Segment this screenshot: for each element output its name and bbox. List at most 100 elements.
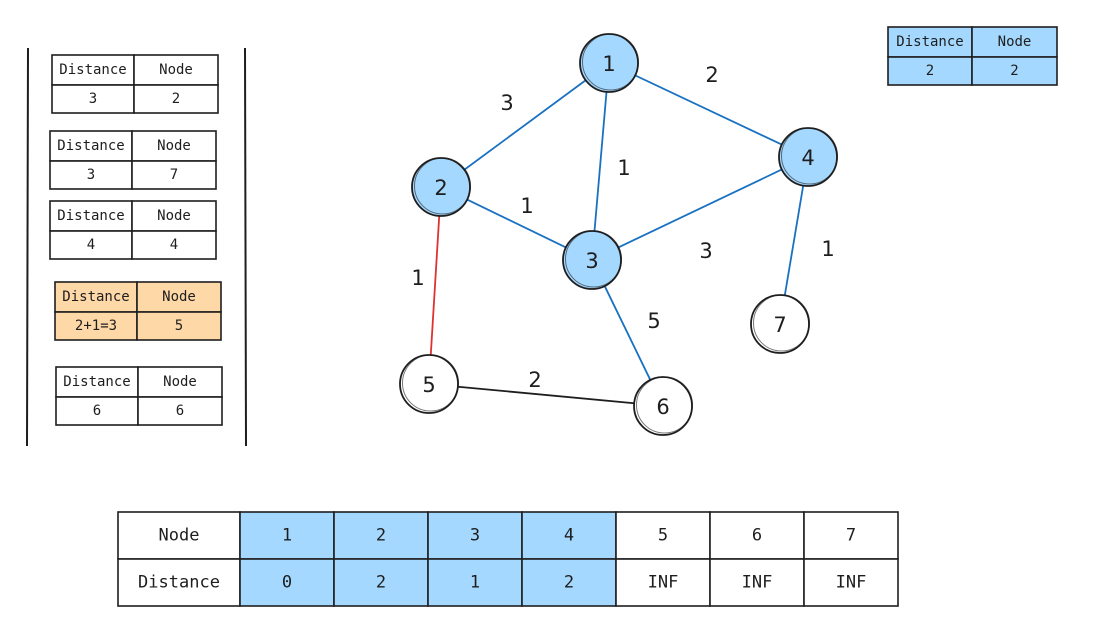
table-node-cell-text: 1 [282,526,292,546]
queue-distance-value-text: 4 [87,237,95,253]
table-distance-cell-text: 2 [564,573,574,593]
node-7: 7 [750,294,810,354]
node-4: 4 [778,127,838,187]
node-7-sketch-ring [753,294,810,352]
edge-4-3 [617,168,783,249]
node-2-label: 2 [434,176,447,200]
popped-distance-header-text: Distance [896,34,963,50]
queue-distance-header: Distance [49,200,133,232]
queue-distance-header: Distance [54,281,138,313]
node-3: 3 [562,230,622,290]
queue-node-value-box [131,230,217,260]
table-node-cell-text: 2 [376,526,386,546]
table-distance-cell-text: 0 [282,573,292,593]
queue-distance-value: 3 [49,160,133,190]
node-5-sketch-ring [402,354,459,412]
node-1-sketch-ring [582,33,639,91]
queue-node-header-box [131,200,217,232]
table-column-node-2: 22 [333,511,429,607]
queue-node-header-text: Node [157,208,191,224]
node-3-label: 3 [585,249,598,273]
table-distance-row-header: Distance [117,558,241,607]
edge-2-5 [429,215,441,356]
table-distance-cell-text: 2 [376,573,386,593]
table-distance-cell-box [615,558,711,607]
table-distance-cell-box [521,558,617,607]
edge-3-6 [603,285,652,381]
edge-1-4 [634,74,783,146]
table-distance-cell-box [709,558,805,607]
queue-distance-value: 4 [49,230,133,260]
edge-2-3 [466,198,567,249]
queue-node-value-text: 4 [170,237,178,253]
queue-node-value: 6 [137,396,223,426]
table-node-cell: 6 [709,511,805,560]
queue-node-value-box [137,396,223,426]
table-distance-cell-text: INF [836,573,867,593]
queue-entry: Distance Node 4 4 [49,200,217,260]
table-node-cell-text: 3 [470,526,480,546]
table-column-node-1: 10 [239,511,335,607]
edge-weight-4-3: 3 [699,239,712,263]
queue-node-header: Node [133,54,219,86]
popped-node-value-box [971,56,1058,86]
table-node-cell-box [427,511,523,560]
node-6: 6 [633,376,693,436]
edge-4-7 [783,184,805,297]
queue-node-header-box [136,281,222,313]
queue-node-header-box [131,130,217,162]
node-4-label: 4 [801,146,814,170]
edge-weight-5-6: 2 [528,368,541,392]
popped-node-header-text: Node [998,34,1032,50]
queue-distance-value-text: 3 [87,167,95,183]
queue-distance-value-box [49,160,133,190]
edge-weight-1-3: 1 [617,156,630,180]
queue-distance-value-text: 3 [89,91,97,107]
table-node-cell-text: 4 [564,526,574,546]
node-4-sketch-ring [781,127,838,185]
queue-distance-value-text: 2+1=3 [75,318,117,334]
table-node-cell-box [333,511,429,560]
table-distance-cell: 2 [333,558,429,607]
queue-node-value: 2 [133,84,219,114]
table-distance-cell-box [803,558,899,607]
queue-distance-value-box [51,84,135,114]
queue-node-value-box [133,84,219,114]
popped-node-value-text: 2 [1010,63,1018,79]
queue-node-value: 5 [136,311,222,341]
popped-node-header-box [971,26,1058,58]
table-distance-cell-text: 1 [470,573,480,593]
table-node-row-header-text: Node [159,526,200,546]
queue-node-value-text: 2 [172,91,180,107]
queue-node-header: Node [137,366,223,398]
edge-weight-1-4: 2 [705,63,718,87]
table-node-cell-box [615,511,711,560]
popped-distance-value-box [887,56,973,86]
table-node-cell-text: 5 [658,526,668,546]
table-node-cell-text: 7 [846,526,856,546]
queue-node-header-text: Node [163,374,197,390]
edge-weight-4-7: 1 [821,237,834,261]
queue-node-value-box [131,160,217,190]
queue-node-value-text: 6 [176,403,184,419]
node-2: 2 [411,157,471,217]
table-distance-cell-box [239,558,335,607]
queue-node-header-text: Node [157,138,191,154]
edge-weight-2-5: 1 [411,266,424,290]
queue-distance-value: 3 [51,84,135,114]
queue-distance-header-box [51,54,135,86]
queue-distance-value: 2+1=3 [54,311,138,341]
table-node-cell-box [803,511,899,560]
table-node-cell-box [709,511,805,560]
queue-node-value-text: 5 [175,318,183,334]
queue-distance-header-text: Distance [57,208,124,224]
queue-node-header: Node [131,130,217,162]
queue-left-border [26,47,29,447]
